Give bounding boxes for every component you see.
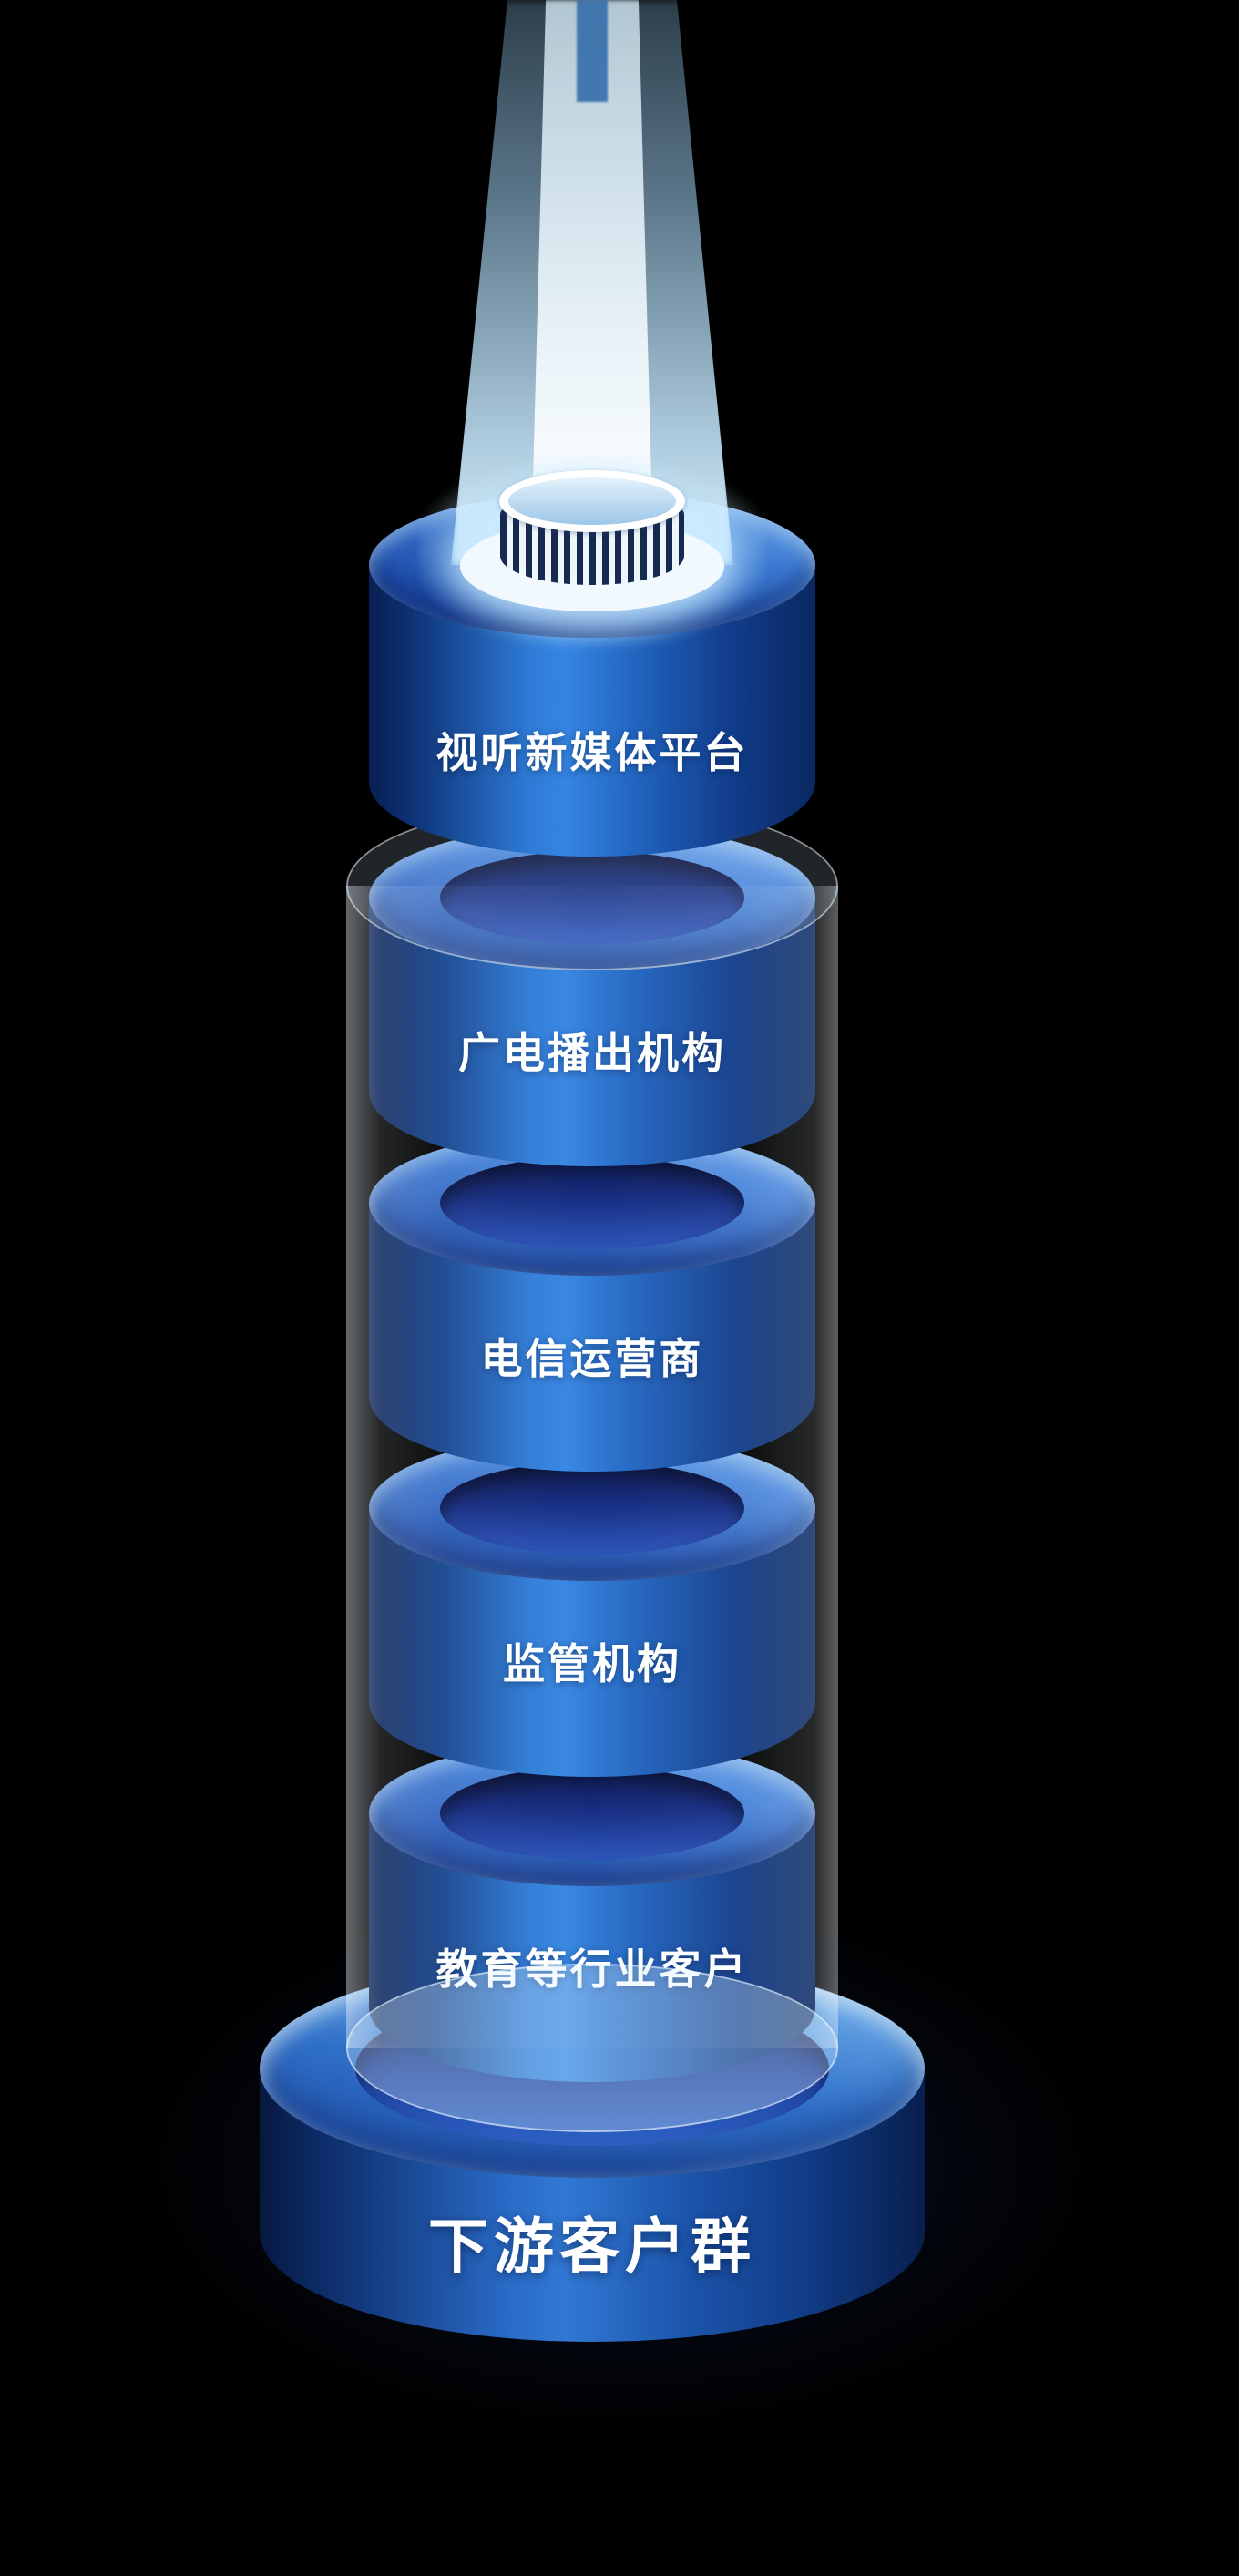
cylinder-level-2: 广电播出机构 (369, 825, 815, 1166)
cylinder-level-3: 电信运营商 (369, 1130, 815, 1472)
light-beam-source-notch (577, 0, 608, 102)
cylinder-inner-recess (440, 851, 744, 944)
cylinder-label: 视听新媒体平台 (435, 729, 749, 776)
cylinder-inner-recess (440, 1462, 744, 1555)
cylinder-label: 电信运营商 (480, 1335, 704, 1382)
cylinder-label: 监管机构 (503, 1640, 681, 1688)
cylinder-label: 广电播出机构 (458, 1030, 726, 1077)
base-label: 下游客户群 (428, 2212, 756, 2280)
cylinder-label: 教育等行业客户 (435, 1945, 749, 1993)
cylinder-top-face (369, 492, 815, 638)
cylinder-level-5: 教育等行业客户 (369, 1740, 815, 2082)
cylinder-level-1: 视听新媒体平台 (369, 492, 815, 857)
light-beam-core (531, 0, 653, 547)
cylinder-level-4: 监管机构 (369, 1435, 815, 1777)
light-beam-outer-glow (451, 0, 733, 565)
cylinder-inner-recess (440, 1767, 744, 1860)
cylinder-inner-recess (440, 1156, 744, 1249)
